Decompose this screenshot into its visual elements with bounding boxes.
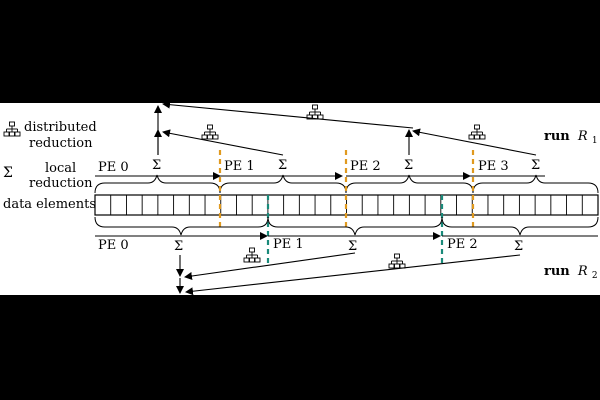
run1-reduction-arrows [154,100,537,156]
run1-sigma-pe3: Σ [531,158,540,173]
run2-sigma-pe1: Σ [348,239,357,254]
run1-pe2-label: PE 2 [350,159,381,174]
run1-pe1-label: PE 1 [224,159,255,174]
run1-sigma-pe1: Σ [278,158,287,173]
run1-pe0-label: PE 0 [98,160,129,175]
run1-pe3-label: PE 3 [478,159,509,174]
run1-label: run R 1 [544,129,598,146]
run2-pe1-label: PE 1 [273,237,304,252]
legend-local-line1: local [45,161,76,176]
legend-local-line2: reduction [29,176,93,191]
run1-timeline: PE 0 PE 1 PE 2 PE 3 Σ Σ Σ Σ run R 1 [95,129,598,180]
sigma-icon: Σ [3,165,13,181]
content-panel [0,103,600,295]
legend: distributed reduction Σ local reduction … [3,120,97,212]
run1-sigma-pe0: Σ [152,158,161,173]
run1-split-markers [218,150,475,228]
run2-timeline: PE 0 PE 1 PE 2 Σ Σ Σ run R 2 [95,232,598,281]
run2-pe2-label: PE 2 [447,237,478,252]
run2-split-markers [266,195,444,265]
run2-reduction-arrows [176,252,521,296]
run1-braces [94,174,599,194]
run2-sigma-pe0: Σ [174,239,183,254]
legend-data-elements: data elements [3,197,96,212]
run2-label: run R 2 [544,264,598,281]
run2-sigma-pe2: Σ [514,239,523,254]
legend-distributed-line1: distributed [24,120,97,135]
run2-pe0-label: PE 0 [98,238,129,253]
legend-distributed-line2: reduction [29,136,93,151]
run1-sigma-pe2: Σ [404,158,413,173]
run2-braces [94,216,599,236]
